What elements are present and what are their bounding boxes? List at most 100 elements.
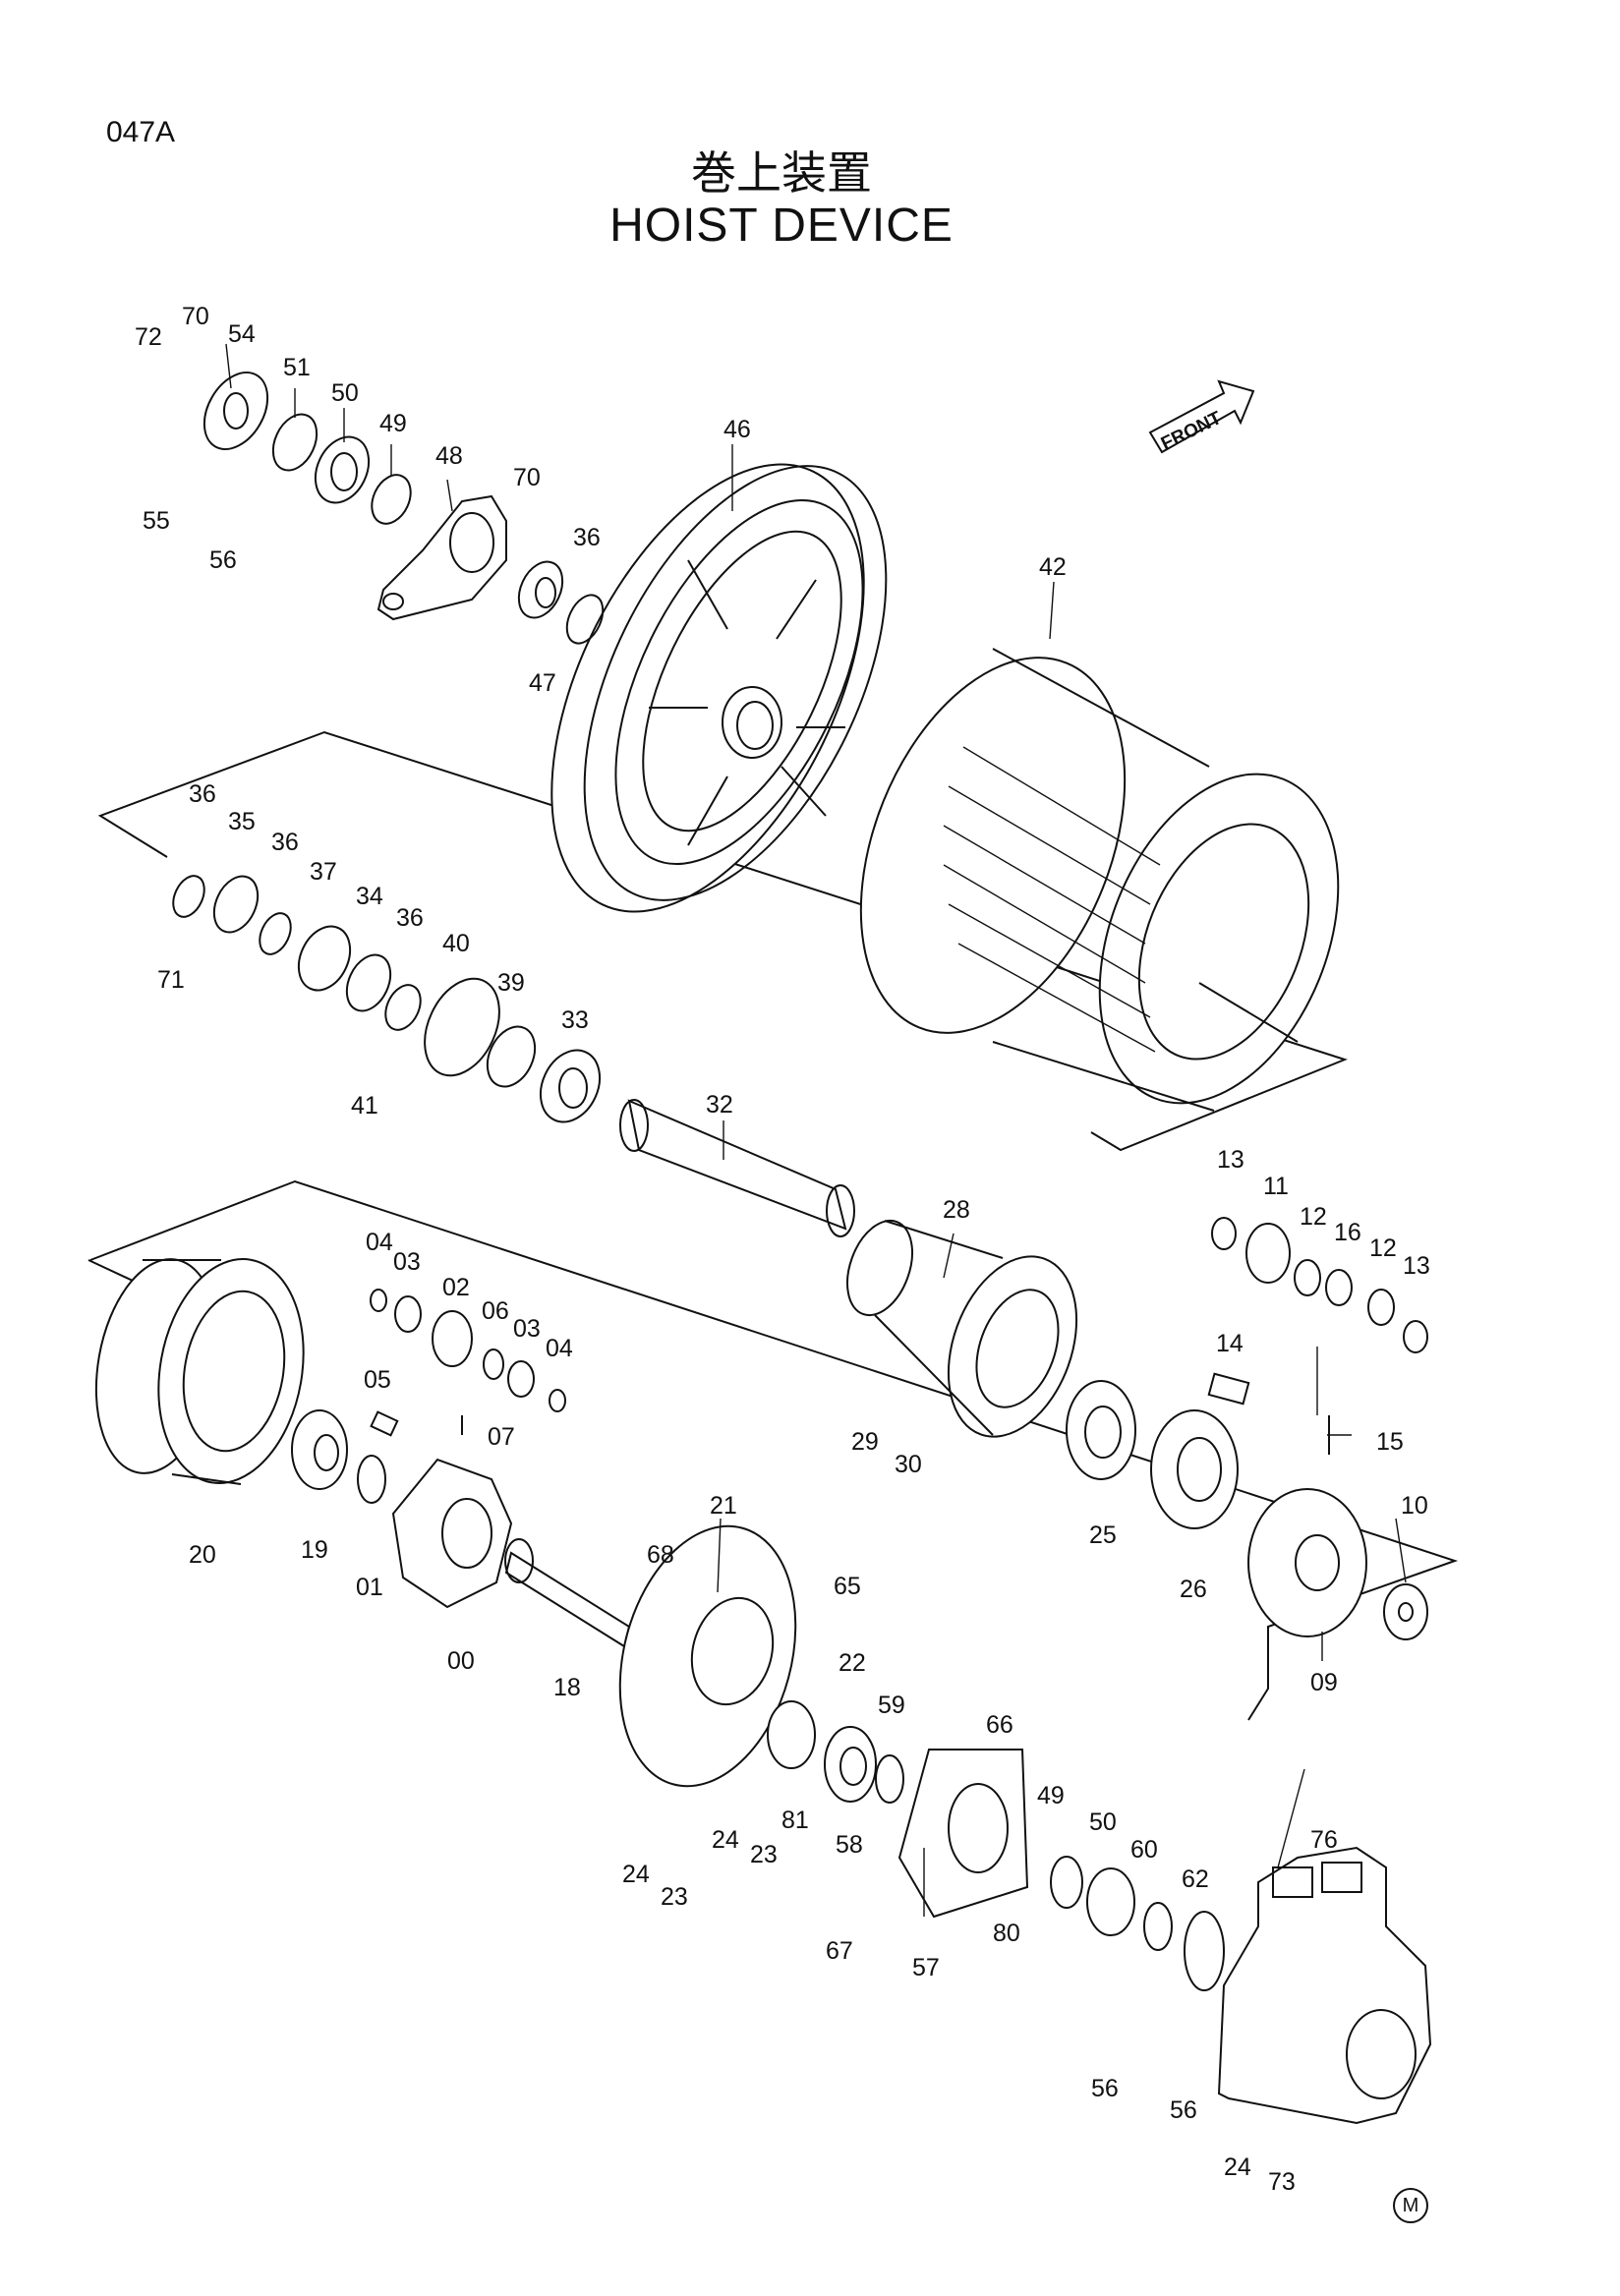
part-label: 24 — [622, 1861, 650, 1888]
part-label: 56 — [1091, 2075, 1119, 2102]
part-label: 05 — [364, 1366, 391, 1394]
small-gear-row-parts — [370, 1289, 566, 1437]
part-label: 09 — [1310, 1669, 1338, 1696]
bearing-row-parts — [172, 875, 602, 1123]
title-japanese: 巻上装置 — [691, 146, 872, 200]
part-label: 80 — [993, 1920, 1020, 1947]
part-label: 72 — [135, 323, 162, 351]
o-ring-part-36-top — [565, 594, 605, 645]
part-label: 15 — [1376, 1428, 1404, 1456]
part-label: 10 — [1401, 1492, 1428, 1520]
part-label: 06 — [482, 1297, 509, 1325]
gear-bearing-parts-25-26 — [1066, 1380, 1239, 1529]
part-label: 11 — [1263, 1173, 1289, 1200]
part-label: 24 — [1224, 2153, 1251, 2181]
part-label: 36 — [271, 829, 299, 856]
part-label: 12 — [1369, 1234, 1397, 1262]
part-label: 04 — [366, 1229, 393, 1256]
part-label: 60 — [1130, 1836, 1158, 1864]
part-label: 35 — [228, 808, 256, 835]
part-label: 30 — [895, 1451, 922, 1478]
main-shaft-part-32 — [619, 1099, 855, 1237]
housing-part-57 — [897, 1749, 1029, 1919]
o-ring-part-59 — [875, 1754, 904, 1804]
part-label: 51 — [283, 354, 311, 381]
part-label: 46 — [723, 416, 751, 443]
bushing-part-47 — [517, 560, 564, 619]
part-label: 07 — [488, 1423, 515, 1451]
pillow-block-part-48 — [376, 494, 507, 621]
part-label: 13 — [1217, 1146, 1244, 1174]
part-label: 73 — [1268, 2168, 1296, 2196]
part-label: 58 — [836, 1831, 863, 1859]
part-label: 41 — [351, 1092, 378, 1119]
group-outline-upper — [97, 730, 1348, 1152]
page-code: 047A — [106, 116, 176, 148]
seal-part-49-top — [371, 474, 412, 525]
part-label: 36 — [573, 524, 601, 551]
part-label: 37 — [310, 858, 337, 886]
carrier-part-09 — [1247, 1488, 1367, 1637]
part-label: 76 — [1310, 1826, 1338, 1854]
part-label: 12 — [1300, 1203, 1327, 1231]
part-label: 25 — [1089, 1521, 1117, 1549]
part-label: 65 — [834, 1573, 861, 1600]
part-label: 29 — [851, 1428, 879, 1456]
part-label: 42 — [1039, 553, 1067, 581]
part-label: 55 — [143, 507, 170, 535]
front-arrow-label: FRONT — [1158, 408, 1225, 455]
part-label: 40 — [442, 930, 470, 957]
part-label: 28 — [943, 1196, 970, 1224]
part-label: 13 — [1403, 1252, 1430, 1280]
part-label: 23 — [750, 1841, 778, 1868]
part-label: 71 — [157, 966, 185, 994]
part-label: 66 — [986, 1711, 1013, 1739]
part-label: 32 — [706, 1091, 733, 1119]
sun-shaft-part-18 — [504, 1538, 631, 1648]
part-label: 02 — [442, 1274, 470, 1301]
part-label: 34 — [356, 883, 383, 910]
part-label: 03 — [513, 1315, 541, 1343]
bearing-cap-part-54 — [202, 372, 269, 450]
part-label: 70 — [182, 303, 209, 330]
drum-flange-part-46 — [550, 463, 888, 913]
part-label: 54 — [228, 320, 256, 348]
planet-gear-part-19 — [291, 1409, 348, 1490]
part-label: 04 — [546, 1335, 573, 1362]
part-label: 24 — [712, 1826, 739, 1854]
part-label: 01 — [356, 1574, 383, 1601]
part-label: 18 — [553, 1674, 581, 1701]
part-label: 00 — [447, 1647, 475, 1675]
hydraulic-motor-part-76 — [1217, 1846, 1432, 2125]
leader-lines — [225, 343, 1407, 1917]
part-label: 56 — [1170, 2096, 1197, 2124]
bearing-part-50-top — [314, 435, 371, 504]
gear-part-81 — [767, 1700, 816, 1769]
part-label: 67 — [826, 1937, 853, 1965]
part-label: 19 — [301, 1536, 328, 1564]
corner-m-mark: M — [1393, 2188, 1428, 2223]
part-label: 62 — [1182, 1866, 1209, 1893]
part-label: 36 — [189, 780, 216, 808]
part-label: 16 — [1334, 1219, 1361, 1246]
part-label: 22 — [839, 1649, 866, 1677]
part-label: 57 — [912, 1954, 940, 1981]
part-label: 23 — [661, 1883, 688, 1911]
planet-parts-13-11-12-16 — [1207, 1217, 1428, 1455]
part-label: 81 — [781, 1807, 809, 1834]
title-english: HOIST DEVICE — [609, 200, 954, 252]
part-label: 20 — [189, 1541, 216, 1569]
cable-drum-part-42 — [859, 648, 1340, 1112]
hub-part-28 — [846, 1219, 1078, 1438]
part-label: 33 — [561, 1006, 589, 1034]
part-label: 36 — [396, 904, 424, 932]
washer-part-01 — [357, 1455, 386, 1504]
part-label: 47 — [529, 669, 556, 697]
part-number-labels: 72 70 54 51 50 49 48 70 36 46 42 55 56 4… — [135, 303, 1430, 2196]
part-label: 49 — [1037, 1782, 1065, 1809]
right-cluster-parts — [1050, 1856, 1225, 1991]
part-label: 56 — [209, 546, 237, 574]
part-label: 49 — [379, 410, 407, 437]
carrier-part-00 — [391, 1458, 513, 1609]
